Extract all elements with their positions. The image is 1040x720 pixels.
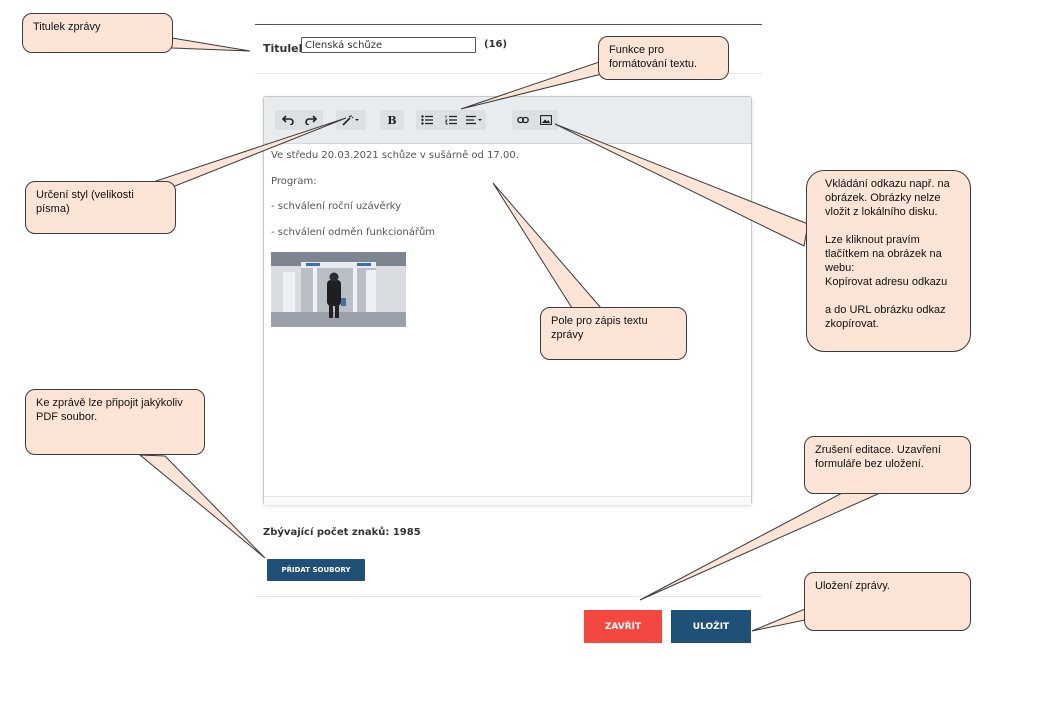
insert-group — [512, 110, 558, 130]
editor-toolbar: B — [264, 97, 751, 144]
title-label: Titulek: — [263, 42, 311, 55]
bullet-list-icon[interactable] — [416, 110, 438, 130]
callout-title: Titulek zprávy — [22, 13, 173, 53]
history-group — [275, 110, 323, 130]
form-bottom-divider — [255, 596, 762, 597]
link-icon[interactable] — [512, 110, 534, 130]
callout-attach: Ke zprávě lze připojit jakýkoliv PDF sou… — [25, 389, 205, 455]
undo-icon[interactable] — [277, 110, 299, 130]
title-input[interactable] — [301, 37, 476, 53]
editor-line: Program: — [271, 176, 317, 187]
save-button[interactable]: ULOŽIT — [671, 610, 751, 643]
callout-format: Funkce pro formátování textu. — [598, 36, 729, 80]
editor-line: Ve středu 20.03.2021 schůze v sušárně od… — [271, 150, 519, 161]
remaining-chars: Zbývající počet znaků: 1985 — [263, 527, 421, 538]
embedded-photo — [271, 252, 406, 327]
editor-line: - schválení odměn funkcionářům — [271, 227, 436, 238]
add-files-button[interactable]: PŘIDAT SOUBORY — [267, 559, 365, 581]
align-icon[interactable] — [463, 110, 487, 130]
callout-text-field: Pole pro zápis textu zprávy — [540, 307, 687, 360]
title-callout-tail — [158, 35, 251, 52]
numbered-list-icon[interactable] — [440, 110, 462, 130]
attach-callout-tail — [138, 454, 266, 559]
title-char-count: (16) — [484, 39, 508, 50]
save-callout-tail — [751, 608, 806, 632]
callout-style: Určení styl (velikosti písma) — [25, 181, 176, 234]
callout-link: Vkládání odkazu např. na obrázek. Obrázk… — [806, 170, 971, 352]
redo-icon[interactable] — [300, 110, 322, 130]
bold-icon[interactable]: B — [387, 113, 397, 127]
image-icon[interactable] — [535, 110, 557, 130]
bold-group: B — [380, 110, 404, 130]
list-group — [416, 110, 486, 130]
magic-wand-icon[interactable] — [338, 110, 364, 130]
editor-line: - schválení roční uzávěrky — [271, 201, 402, 212]
form-top-border — [255, 24, 762, 25]
callout-save: Uložení zprávy. — [804, 572, 971, 631]
style-group — [336, 110, 366, 130]
callout-cancel: Zrušení editace. Uzavření formuláře bez … — [804, 436, 971, 494]
editor-footer — [264, 496, 751, 505]
close-button[interactable]: ZAVŘÍT — [584, 610, 662, 643]
